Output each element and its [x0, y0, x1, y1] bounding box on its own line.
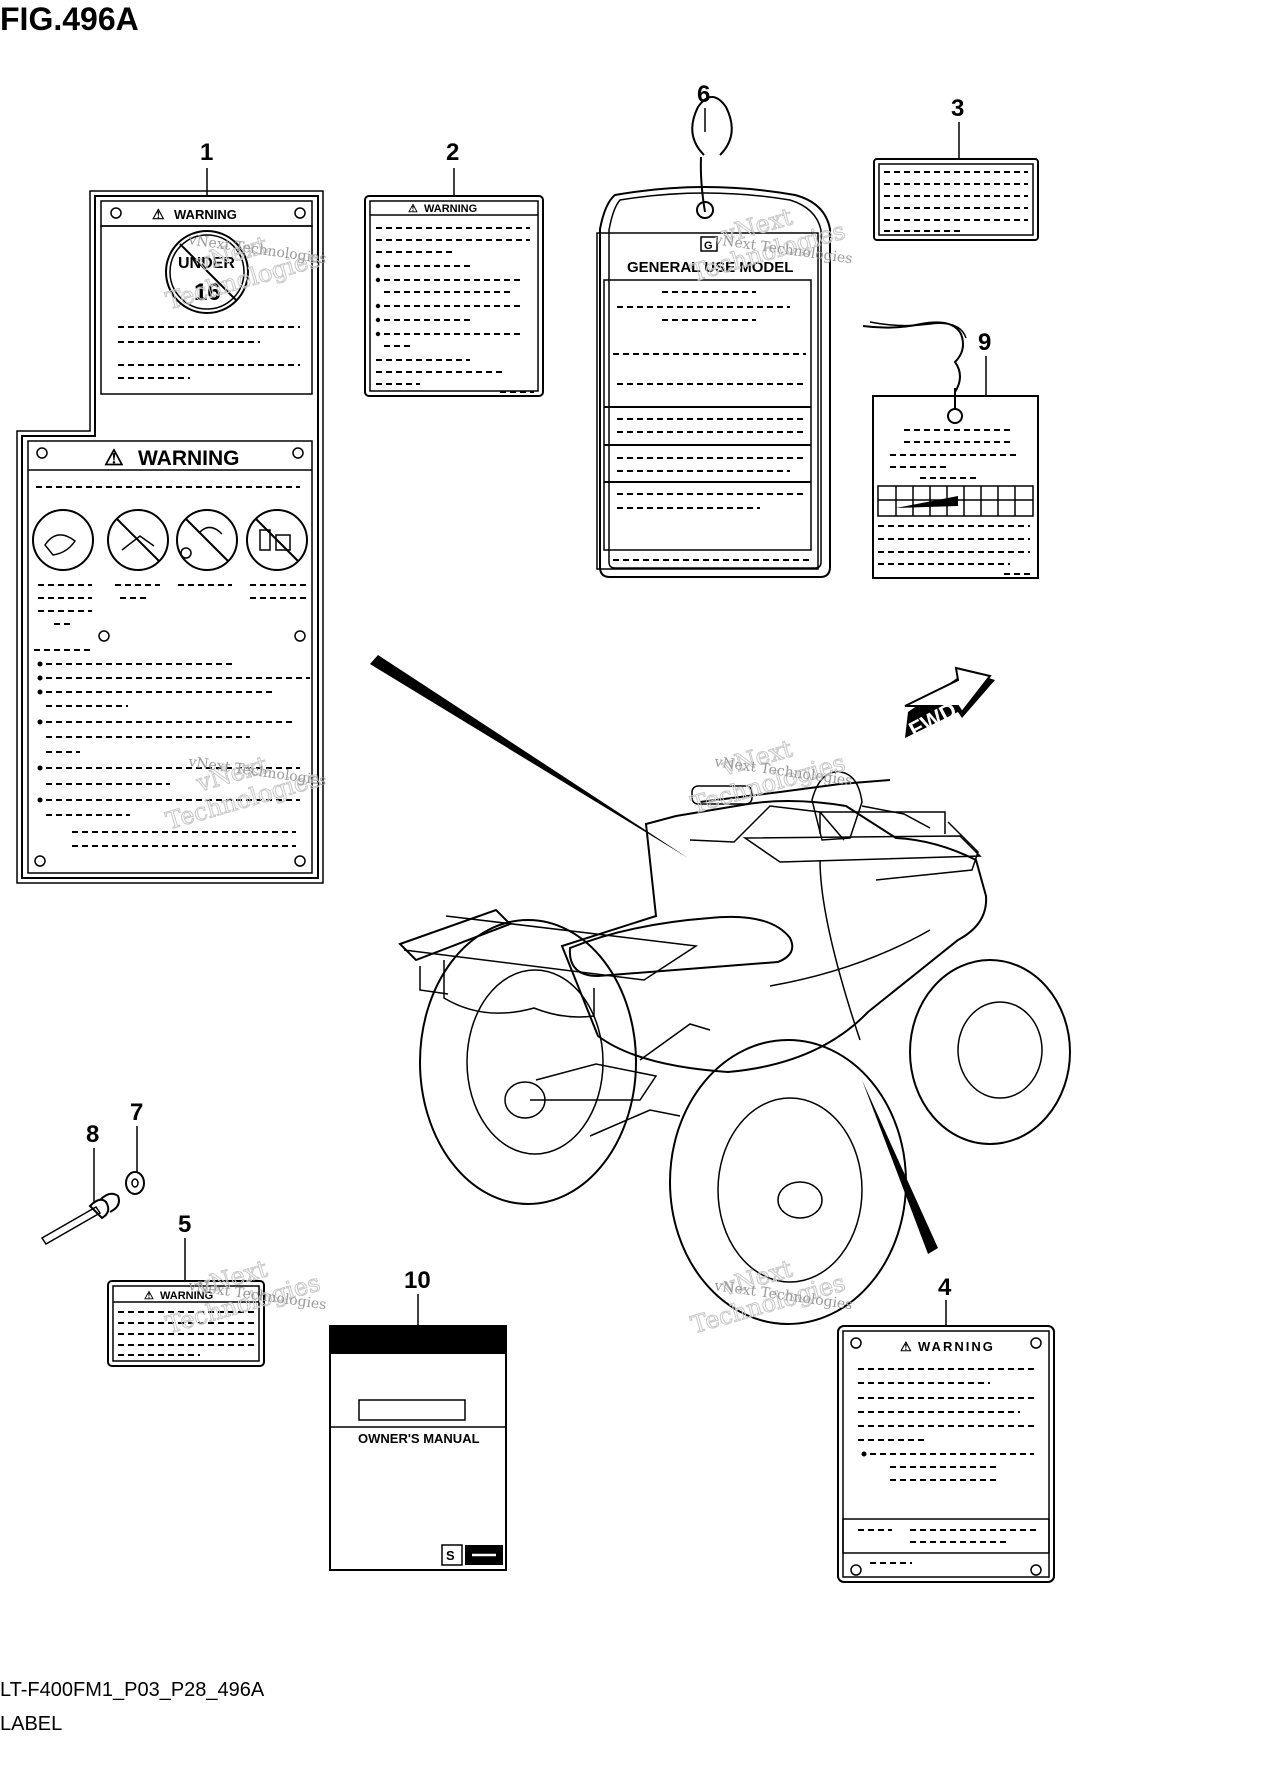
label-1-warning: WARNING: [174, 207, 237, 222]
label-9: [862, 321, 1039, 579]
under-text: UNDER: [178, 255, 235, 272]
rider-pictogram-icon: [32, 509, 94, 571]
brand-logo-icon: S: [446, 1548, 455, 1563]
warning-symbol-icon: ⚠: [104, 445, 124, 470]
label-5: ⚠ WARNING: [107, 1280, 265, 1367]
label-1b-warning: WARNING: [138, 447, 240, 470]
no-alcohol-icon: [246, 509, 308, 571]
figure-code: LT-F400FM1_P03_P28_496A: [0, 1679, 265, 1701]
sixteen-text: 16: [194, 279, 221, 306]
label-3: [873, 158, 1039, 241]
no-passenger-icon: [107, 509, 169, 571]
callout-1: 1: [200, 139, 213, 166]
general-use-model-text: GENERAL USE MODEL: [627, 259, 793, 276]
figure-caption: LABEL: [0, 1713, 62, 1735]
figure-title: FIG.496A: [0, 1, 139, 37]
owners-manual-text: OWNER'S MANUAL: [358, 1431, 480, 1446]
label-5-warning: WARNING: [160, 1290, 213, 1302]
part-10-owners-manual: OWNER'S MANUAL S: [329, 1325, 507, 1571]
part-7-washer: [125, 1171, 145, 1195]
forward-arrow-icon: FWD: [904, 666, 995, 742]
warning-symbol-icon: ⚠: [900, 1339, 912, 1354]
leader-wedge-4: [862, 1080, 938, 1254]
pictogram-row: [32, 509, 308, 571]
part-8-rivet: [40, 1192, 120, 1245]
label-6: G GENERAL USE MODEL: [596, 96, 831, 578]
atv-vehicle: [398, 771, 1071, 1325]
general-use-logo-icon: G: [700, 236, 718, 252]
leader-wedge-1: [370, 655, 688, 858]
warning-symbol-icon: ⚠: [152, 206, 165, 222]
under-16-icon: UNDER 16: [165, 230, 249, 314]
no-road-icon: [176, 509, 238, 571]
callout-9: 9: [978, 329, 991, 356]
label-2: ⚠ WARNING: [364, 195, 544, 397]
callout-5: 5: [178, 1211, 191, 1238]
watermark-3: vNext Technologies: [162, 750, 323, 836]
callout-3: 3: [951, 95, 964, 122]
callout-8: 8: [86, 1121, 99, 1148]
label-4-warning: WARNING: [918, 1339, 995, 1354]
callout-10: 10: [404, 1267, 431, 1294]
warning-symbol-icon: ⚠: [144, 1290, 154, 1302]
callout-6: 6: [697, 81, 710, 108]
label-2-warning: WARNING: [424, 203, 477, 215]
callout-4: 4: [938, 1274, 952, 1301]
label-4: ⚠ WARNING: [837, 1325, 1055, 1583]
svg-text:G: G: [704, 240, 713, 252]
callout-2: 2: [446, 139, 459, 166]
warning-symbol-icon: ⚠: [408, 203, 418, 215]
callouts: 1 2 3 4 5 6 7 8 9 10: [86, 81, 991, 1326]
callout-7: 7: [130, 1099, 143, 1126]
label-1: ⚠ WARNING UNDER 16 ⚠ WARNING: [16, 190, 324, 884]
